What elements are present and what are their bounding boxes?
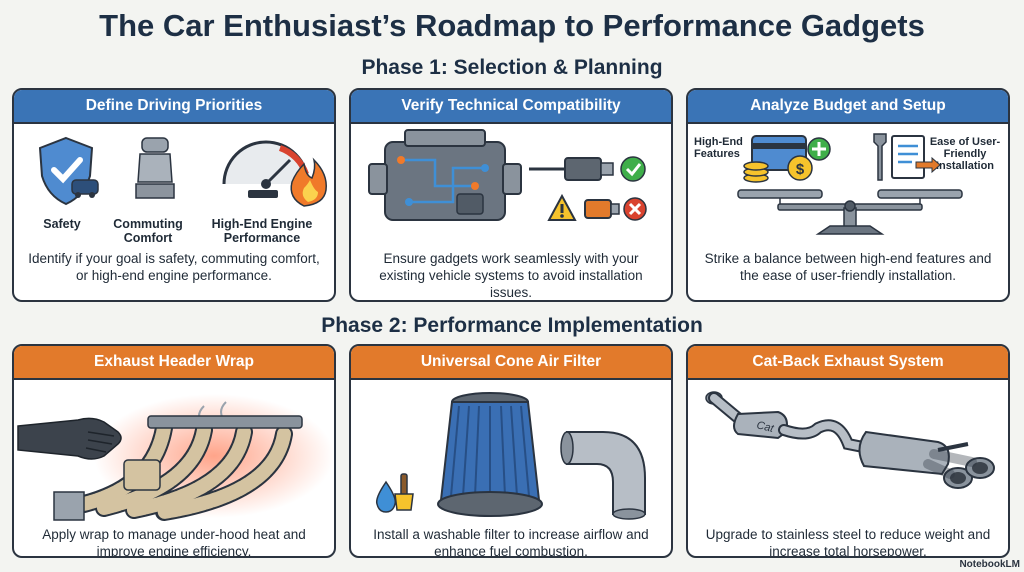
card-art bbox=[14, 380, 334, 528]
label-safety: Safety bbox=[43, 217, 81, 231]
card-art: High-End Features Ease of User-Friendly … bbox=[688, 124, 1008, 236]
card-verify-compatibility: Verify Technical Compatibility bbox=[349, 88, 673, 302]
card-art: Safety Commuting Comfort High-End Engine… bbox=[14, 124, 334, 245]
card-description: Strike a balance between high-end featur… bbox=[704, 251, 992, 283]
card-title: Define Driving Priorities bbox=[14, 90, 334, 124]
card-description: Apply wrap to manage under-hood heat and… bbox=[42, 527, 306, 558]
label-commuting-comfort: Commuting Comfort bbox=[113, 217, 183, 245]
card-cat-back-exhaust: Cat-Back Exhaust System Cat Upgrade to s… bbox=[686, 344, 1010, 558]
label-high-end-features: High-End Features bbox=[694, 136, 743, 160]
car-seat-icon bbox=[135, 137, 175, 199]
card-art bbox=[351, 124, 671, 236]
label-engine-performance: High-End Engine Performance bbox=[211, 217, 313, 245]
credit-card-coins-icon: $ bbox=[743, 135, 813, 183]
plug-check-icon bbox=[529, 156, 646, 182]
tachometer-flame-icon bbox=[222, 140, 327, 207]
card-title: Cat-Back Exhaust System bbox=[688, 346, 1008, 380]
card-define-priorities: Define Driving Priorities Safety Commuti… bbox=[12, 88, 336, 302]
brush-icon bbox=[394, 473, 414, 511]
warning-icon bbox=[547, 193, 577, 221]
cone-filter-icon bbox=[437, 392, 543, 517]
card-title: Exhaust Header Wrap bbox=[14, 346, 334, 380]
phase2-heading: Phase 2: Performance Implementation bbox=[321, 314, 703, 337]
card-cone-air-filter: Universal Cone Air Filter Install a was bbox=[349, 344, 673, 558]
card-description: Ensure gadgets work seamlessly with your… bbox=[379, 251, 643, 300]
card-title: Universal Cone Air Filter bbox=[351, 346, 671, 380]
exhaust-system-icon: Cat bbox=[705, 391, 995, 489]
shield-check-icon bbox=[38, 136, 99, 206]
page-title: The Car Enthusiast’s Roadmap to Performa… bbox=[99, 8, 925, 43]
plus-icon bbox=[807, 137, 831, 161]
card-title: Verify Technical Compatibility bbox=[351, 90, 671, 124]
engine-icon bbox=[368, 129, 522, 221]
plug-error-icon bbox=[584, 197, 647, 221]
card-description: Upgrade to stainless steel to reduce wei… bbox=[705, 527, 991, 558]
wrench-document-icon bbox=[873, 133, 941, 181]
card-title: Analyze Budget and Setup bbox=[688, 90, 1008, 124]
balance-scale-icon bbox=[737, 189, 963, 235]
card-art: Cat bbox=[688, 380, 1008, 528]
phase1-heading: Phase 1: Selection & Planning bbox=[361, 56, 663, 79]
card-description: Identify if your goal is safety, commuti… bbox=[28, 251, 320, 283]
card-exhaust-header-wrap: Exhaust Header Wrap bbox=[12, 344, 336, 558]
card-art bbox=[351, 380, 671, 528]
elbow-pipe-icon bbox=[560, 431, 646, 520]
card-analyze-budget: Analyze Budget and Setup High-End Featur… bbox=[686, 88, 1010, 302]
cat-text: Cat bbox=[755, 419, 775, 435]
notebooklm-badge: NotebookLM bbox=[959, 559, 1020, 570]
header-wrap-icon bbox=[53, 394, 334, 521]
label-ease-of-installation: Ease of User-Friendly Installation bbox=[929, 136, 1001, 172]
svg-text:$: $ bbox=[796, 161, 805, 178]
glove-hand-icon bbox=[17, 417, 122, 460]
card-description: Install a washable filter to increase ai… bbox=[373, 527, 649, 558]
